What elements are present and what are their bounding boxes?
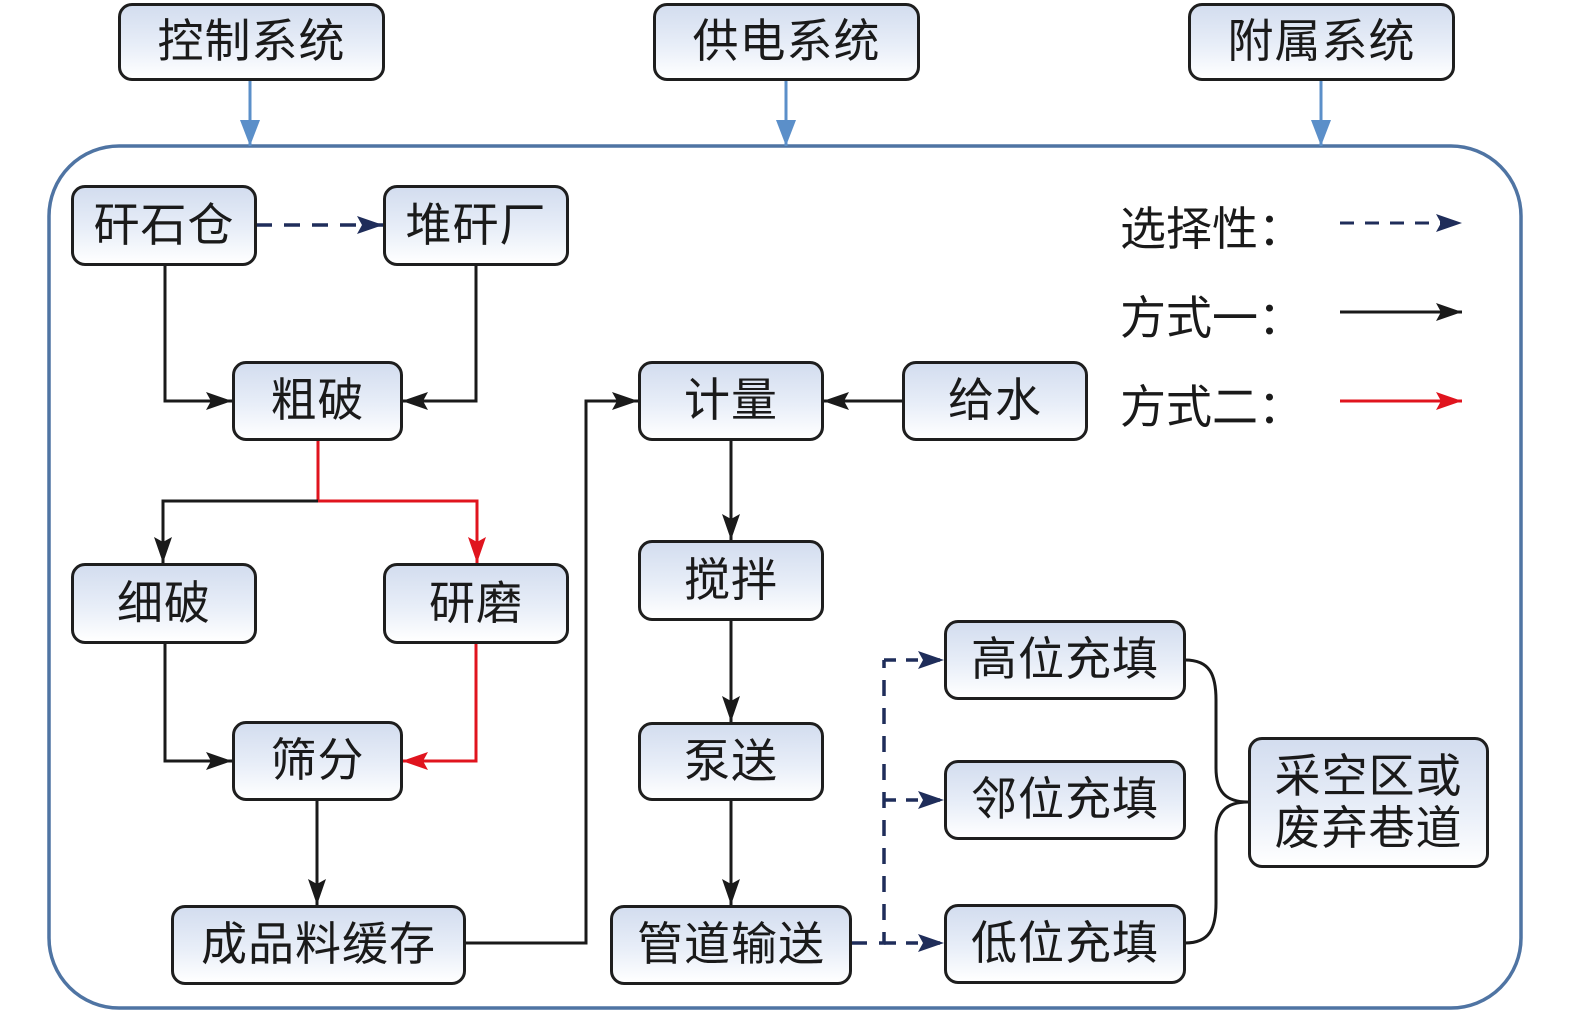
fine-crush-node: 细破: [71, 563, 257, 644]
water-supply-node: 给水: [902, 361, 1088, 441]
coarse-crush-node: 粗破: [232, 361, 403, 441]
mixing-node: 搅拌: [638, 540, 824, 621]
low-fill-node: 低位充填: [944, 904, 1186, 984]
grinding-node: 研磨: [383, 563, 569, 644]
edge-buffer-to-metering: [465, 392, 638, 945]
high-fill-node: 高位充填: [944, 620, 1186, 700]
power-system-box: 供电系统: [653, 3, 920, 81]
gangue-bin-node: 矸石仓: [71, 185, 257, 266]
gangue-yard-node: 堆矸厂: [383, 185, 569, 266]
edge-bin-to-coarse: [163, 265, 232, 410]
edge-fine-to-screening: [163, 643, 232, 770]
edge-coarse-to-grinding: [318, 499, 486, 563]
screening-node: 筛分: [232, 721, 403, 801]
pipeline-transport-node: 管道输送: [610, 905, 852, 985]
pumping-node: 泵送: [638, 722, 824, 801]
legend-method1-label: 方式一：: [1120, 291, 1304, 345]
adjacent-fill-node: 邻位充填: [944, 760, 1186, 840]
edge-pipeline-trunk: [851, 660, 886, 945]
legend-optional-label: 选择性：: [1120, 202, 1304, 256]
legend-method2-label: 方式二：: [1120, 380, 1304, 434]
control-system-box: 控制系统: [118, 3, 385, 81]
goaf-node: 采空区或 废弃巷道: [1248, 737, 1489, 868]
auxiliary-system-box: 附属系统: [1188, 3, 1455, 81]
metering-node: 计量: [638, 361, 824, 441]
edge-grinding-to-screening: [402, 643, 478, 770]
edge-coarse-to-fine: [154, 499, 318, 563]
brace-fills-to-goaf: [1184, 658, 1249, 945]
edge-yard-to-coarse: [402, 265, 478, 410]
product-buffer-node: 成品料缓存: [171, 905, 466, 985]
